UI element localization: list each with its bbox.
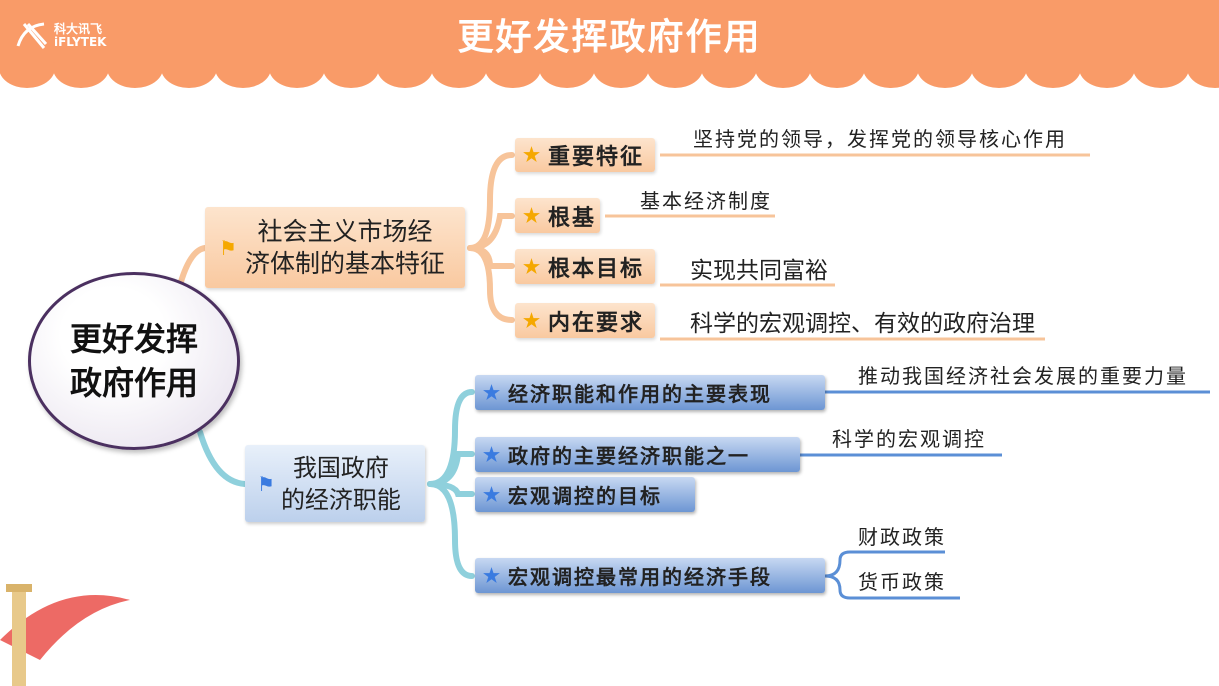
scallop bbox=[0, 60, 55, 88]
scallop bbox=[269, 60, 325, 88]
logo-en: iFLYTEK bbox=[54, 35, 107, 49]
scallop bbox=[323, 60, 379, 88]
branch-top-line2: 济体制的基本特征 bbox=[244, 248, 445, 278]
node-label: 宏观调控的目标 bbox=[508, 484, 663, 508]
star-icon: ★ bbox=[483, 443, 503, 466]
branch-government-economic-functions[interactable]: ⚑ 我国政府 的经济职能 bbox=[245, 445, 425, 522]
star-icon: ★ bbox=[483, 564, 503, 587]
decorative-pillar-ribbon bbox=[0, 584, 130, 686]
scallop bbox=[53, 60, 109, 88]
scallop bbox=[917, 60, 973, 88]
logo-cn: 科大讯飞 bbox=[54, 22, 103, 36]
scallop bbox=[431, 60, 487, 88]
scallop bbox=[863, 60, 919, 88]
scallop bbox=[1187, 60, 1219, 88]
scallop bbox=[107, 60, 163, 88]
scallop bbox=[647, 60, 703, 88]
scallop bbox=[755, 60, 811, 88]
page-title: 更好发挥政府作用 bbox=[457, 17, 762, 58]
branch-top-line1: 社会主义市场经 bbox=[257, 216, 433, 246]
scallop bbox=[161, 60, 217, 88]
node-label: 政府的主要经济职能之一 bbox=[508, 444, 751, 468]
header-banner bbox=[0, 0, 1219, 70]
star-icon: ★ bbox=[523, 144, 543, 166]
scallop bbox=[1133, 60, 1189, 88]
scallop bbox=[701, 60, 757, 88]
scallop bbox=[593, 60, 649, 88]
scallop bbox=[485, 60, 541, 88]
scallop bbox=[1079, 60, 1135, 88]
leaf-basic-economic-system[interactable]: 基本经济制度 bbox=[640, 189, 772, 213]
star-icon: ★ bbox=[483, 483, 503, 506]
leaf-scientific-macro-control[interactable]: 科学的宏观调控 bbox=[832, 427, 986, 451]
branch-market-economy-features[interactable]: ⚑ 社会主义市场经 济体制的基本特征 bbox=[205, 207, 465, 288]
scallop bbox=[377, 60, 433, 88]
node-macro-control-goal[interactable]: ★宏观调控的目标 bbox=[475, 477, 695, 512]
flag-icon: ⚑ bbox=[219, 235, 237, 260]
node-label: 内在要求 bbox=[548, 309, 645, 336]
branch-bottom-line2: 的经济职能 bbox=[280, 485, 401, 514]
node-important-feature[interactable]: ★重要特征 bbox=[515, 138, 655, 172]
scallop bbox=[215, 60, 271, 88]
node-label: 经济职能和作用的主要表现 bbox=[508, 382, 773, 406]
logo-mark-icon bbox=[16, 22, 48, 49]
node-inherent-requirement[interactable]: ★内在要求 bbox=[515, 303, 655, 338]
leaf-monetary-policy[interactable]: 货币政策 bbox=[858, 570, 946, 594]
flag-icon: ⚑ bbox=[257, 471, 275, 496]
scallop bbox=[539, 60, 595, 88]
node-common-means[interactable]: ★宏观调控最常用的经济手段 bbox=[475, 558, 825, 593]
scallop-edge bbox=[0, 60, 1219, 88]
node-main-manifestation[interactable]: ★经济职能和作用的主要表现 bbox=[475, 375, 825, 410]
central-topic-line1: 更好发挥 bbox=[69, 320, 198, 358]
leaf-party-leadership[interactable]: 坚持党的领导，发挥党的领导核心作用 bbox=[693, 127, 1067, 151]
star-icon: ★ bbox=[483, 381, 503, 404]
leaf-fiscal-policy[interactable]: 财政政策 bbox=[858, 525, 946, 549]
central-topic-line2: 政府作用 bbox=[69, 364, 198, 402]
leaf-important-force[interactable]: 推动我国经济社会发展的重要力量 bbox=[858, 364, 1188, 388]
node-foundation[interactable]: ★根基 bbox=[515, 198, 600, 233]
star-icon: ★ bbox=[523, 255, 543, 278]
leaf-macro-control-governance[interactable]: 科学的宏观调控、有效的政府治理 bbox=[690, 311, 1035, 337]
node-main-function[interactable]: ★政府的主要经济职能之一 bbox=[475, 437, 800, 472]
scallop bbox=[809, 60, 865, 88]
node-fundamental-goal[interactable]: ★根本目标 bbox=[515, 249, 655, 284]
node-label: 宏观调控最常用的经济手段 bbox=[508, 565, 773, 589]
scallop bbox=[971, 60, 1027, 88]
scallop bbox=[1025, 60, 1081, 88]
leaf-common-prosperity[interactable]: 实现共同富裕 bbox=[690, 258, 828, 284]
star-icon: ★ bbox=[523, 204, 543, 227]
central-topic[interactable]: 更好发挥政府作用 bbox=[28, 272, 240, 450]
branch-bottom-line1: 我国政府 bbox=[292, 453, 389, 482]
node-label: 根基 bbox=[548, 204, 597, 231]
node-label: 根本目标 bbox=[548, 255, 645, 282]
star-icon: ★ bbox=[523, 309, 543, 332]
node-label: 重要特征 bbox=[548, 144, 645, 170]
